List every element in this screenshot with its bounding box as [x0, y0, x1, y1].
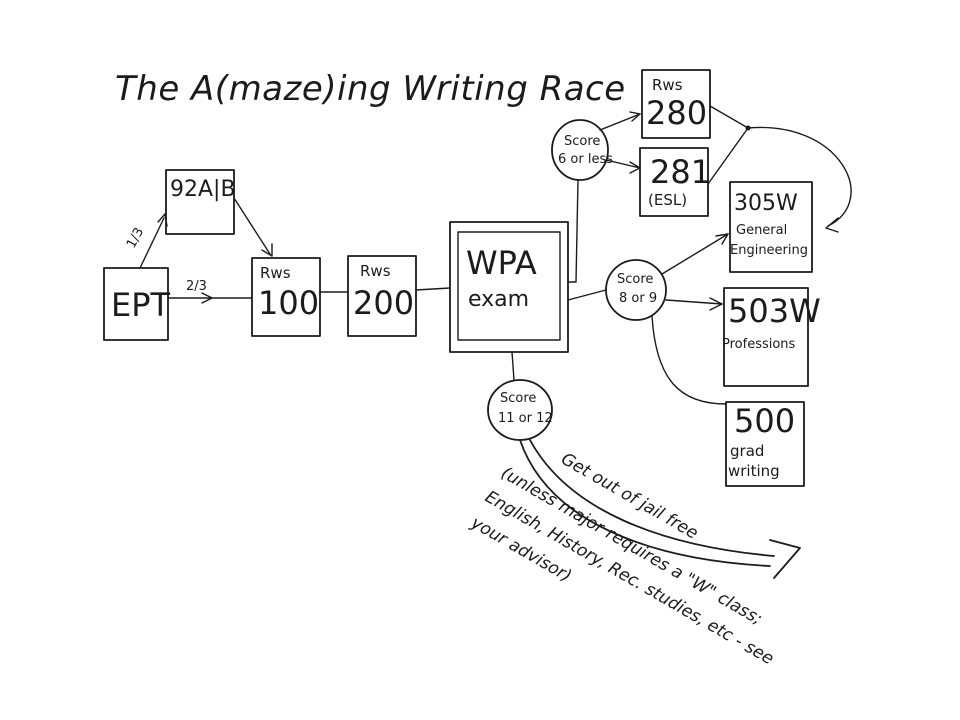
rws281-label-num: 281: [650, 153, 711, 191]
edge-score-mid-to-503w: [665, 299, 723, 305]
edge-score-low-to-281: [605, 159, 641, 169]
ept-box: [103, 267, 169, 341]
arrowhead-92ab-rws100: [261, 243, 273, 257]
arrowhead-score-low-281: [629, 161, 641, 174]
jail-free-arrowhead: [769, 539, 801, 579]
wpa-label-top: WPA: [466, 244, 537, 282]
score-low-label-1: Score: [564, 134, 600, 149]
rws280-label-num: 280: [646, 94, 707, 132]
503w-label-num: 503W: [728, 292, 821, 330]
rws280-label-top: Rws: [652, 76, 683, 94]
edge-junction-to-305w: [747, 126, 852, 227]
rws200-label-top: Rws: [360, 262, 391, 280]
92ab-label: 92A|B: [170, 177, 236, 202]
edge-label-one-third: 1/3: [124, 225, 147, 251]
edge-ept-to-92ab: [139, 217, 165, 269]
caveat-line-2: English, History, Rec. studies, etc - se…: [482, 487, 778, 669]
score-mid-label-1: Score: [617, 272, 653, 287]
305w-label-sub1: General: [736, 223, 787, 238]
edge-281-to-junction: [707, 127, 749, 185]
edge-wpa-to-score-low: [567, 179, 579, 283]
503w-box: [723, 287, 809, 387]
rws200-label-num: 200: [353, 284, 414, 322]
503w-label-sub: Professions: [722, 337, 796, 352]
500-label-num: 500: [734, 402, 795, 440]
500-label-sub2: writing: [728, 462, 780, 480]
edge-wpa-to-score-mid: [567, 289, 607, 301]
rws281-box: [639, 147, 709, 217]
305w-label-num: 305W: [734, 191, 798, 216]
score-low-label-2: 6 or less: [558, 152, 613, 167]
305w-label-sub2: Engineering: [730, 243, 808, 258]
edge-label-two-thirds: 2/3: [186, 279, 207, 294]
edge-wpa-to-score-high: [511, 351, 515, 381]
rws100-box: [251, 257, 321, 337]
edge-score-low-to-280: [599, 113, 641, 131]
rws280-box: [641, 69, 711, 139]
jail-free-label: Get out of jail free: [558, 449, 702, 544]
score-8-or-9-circle: [605, 259, 667, 321]
305w-box: [729, 181, 813, 273]
rws281-label-sub: (ESL): [648, 191, 687, 209]
500-box: [725, 401, 805, 487]
arrowhead-ept-92ab: [157, 213, 168, 227]
edge-score-mid-to-500: [651, 315, 727, 405]
arrowhead-score-mid-503w: [709, 297, 723, 311]
edge-280-to-junction: [709, 105, 749, 129]
score-6-or-less-circle: [551, 119, 609, 181]
edge-score-mid-to-305w: [661, 233, 729, 275]
rws100-label-top: Rws: [260, 264, 291, 282]
ept-label: EPT: [111, 286, 171, 324]
rws100-label-num: 100: [258, 284, 319, 322]
score-11-or-12-circle: [487, 379, 553, 441]
500-label-sub1: grad: [730, 442, 764, 460]
arrowhead-ept-rws100: [201, 292, 213, 304]
arrowhead-score-low-280: [629, 111, 641, 122]
arrowhead-junction-305w: [825, 217, 839, 233]
wpa-label-bottom: exam: [468, 287, 529, 312]
arrowhead-score-mid-305w: [715, 233, 729, 245]
92ab-box: [165, 169, 235, 235]
edge-rws200-to-wpa: [415, 287, 451, 291]
edge-92ab-to-rws100: [233, 197, 271, 255]
score-high-label-2: 11 or 12: [498, 411, 553, 426]
wpa-outer-box: [449, 221, 569, 353]
diagram-title: The A(maze)ing Writing Race: [115, 69, 626, 109]
rws200-box: [347, 255, 417, 337]
score-high-label-1: Score: [500, 391, 536, 406]
wpa-inner-box: [457, 231, 561, 341]
jail-free-arrow-upper: [529, 439, 775, 557]
score-mid-label-2: 8 or 9: [619, 291, 657, 306]
jail-free-arrow-lower: [519, 439, 771, 567]
